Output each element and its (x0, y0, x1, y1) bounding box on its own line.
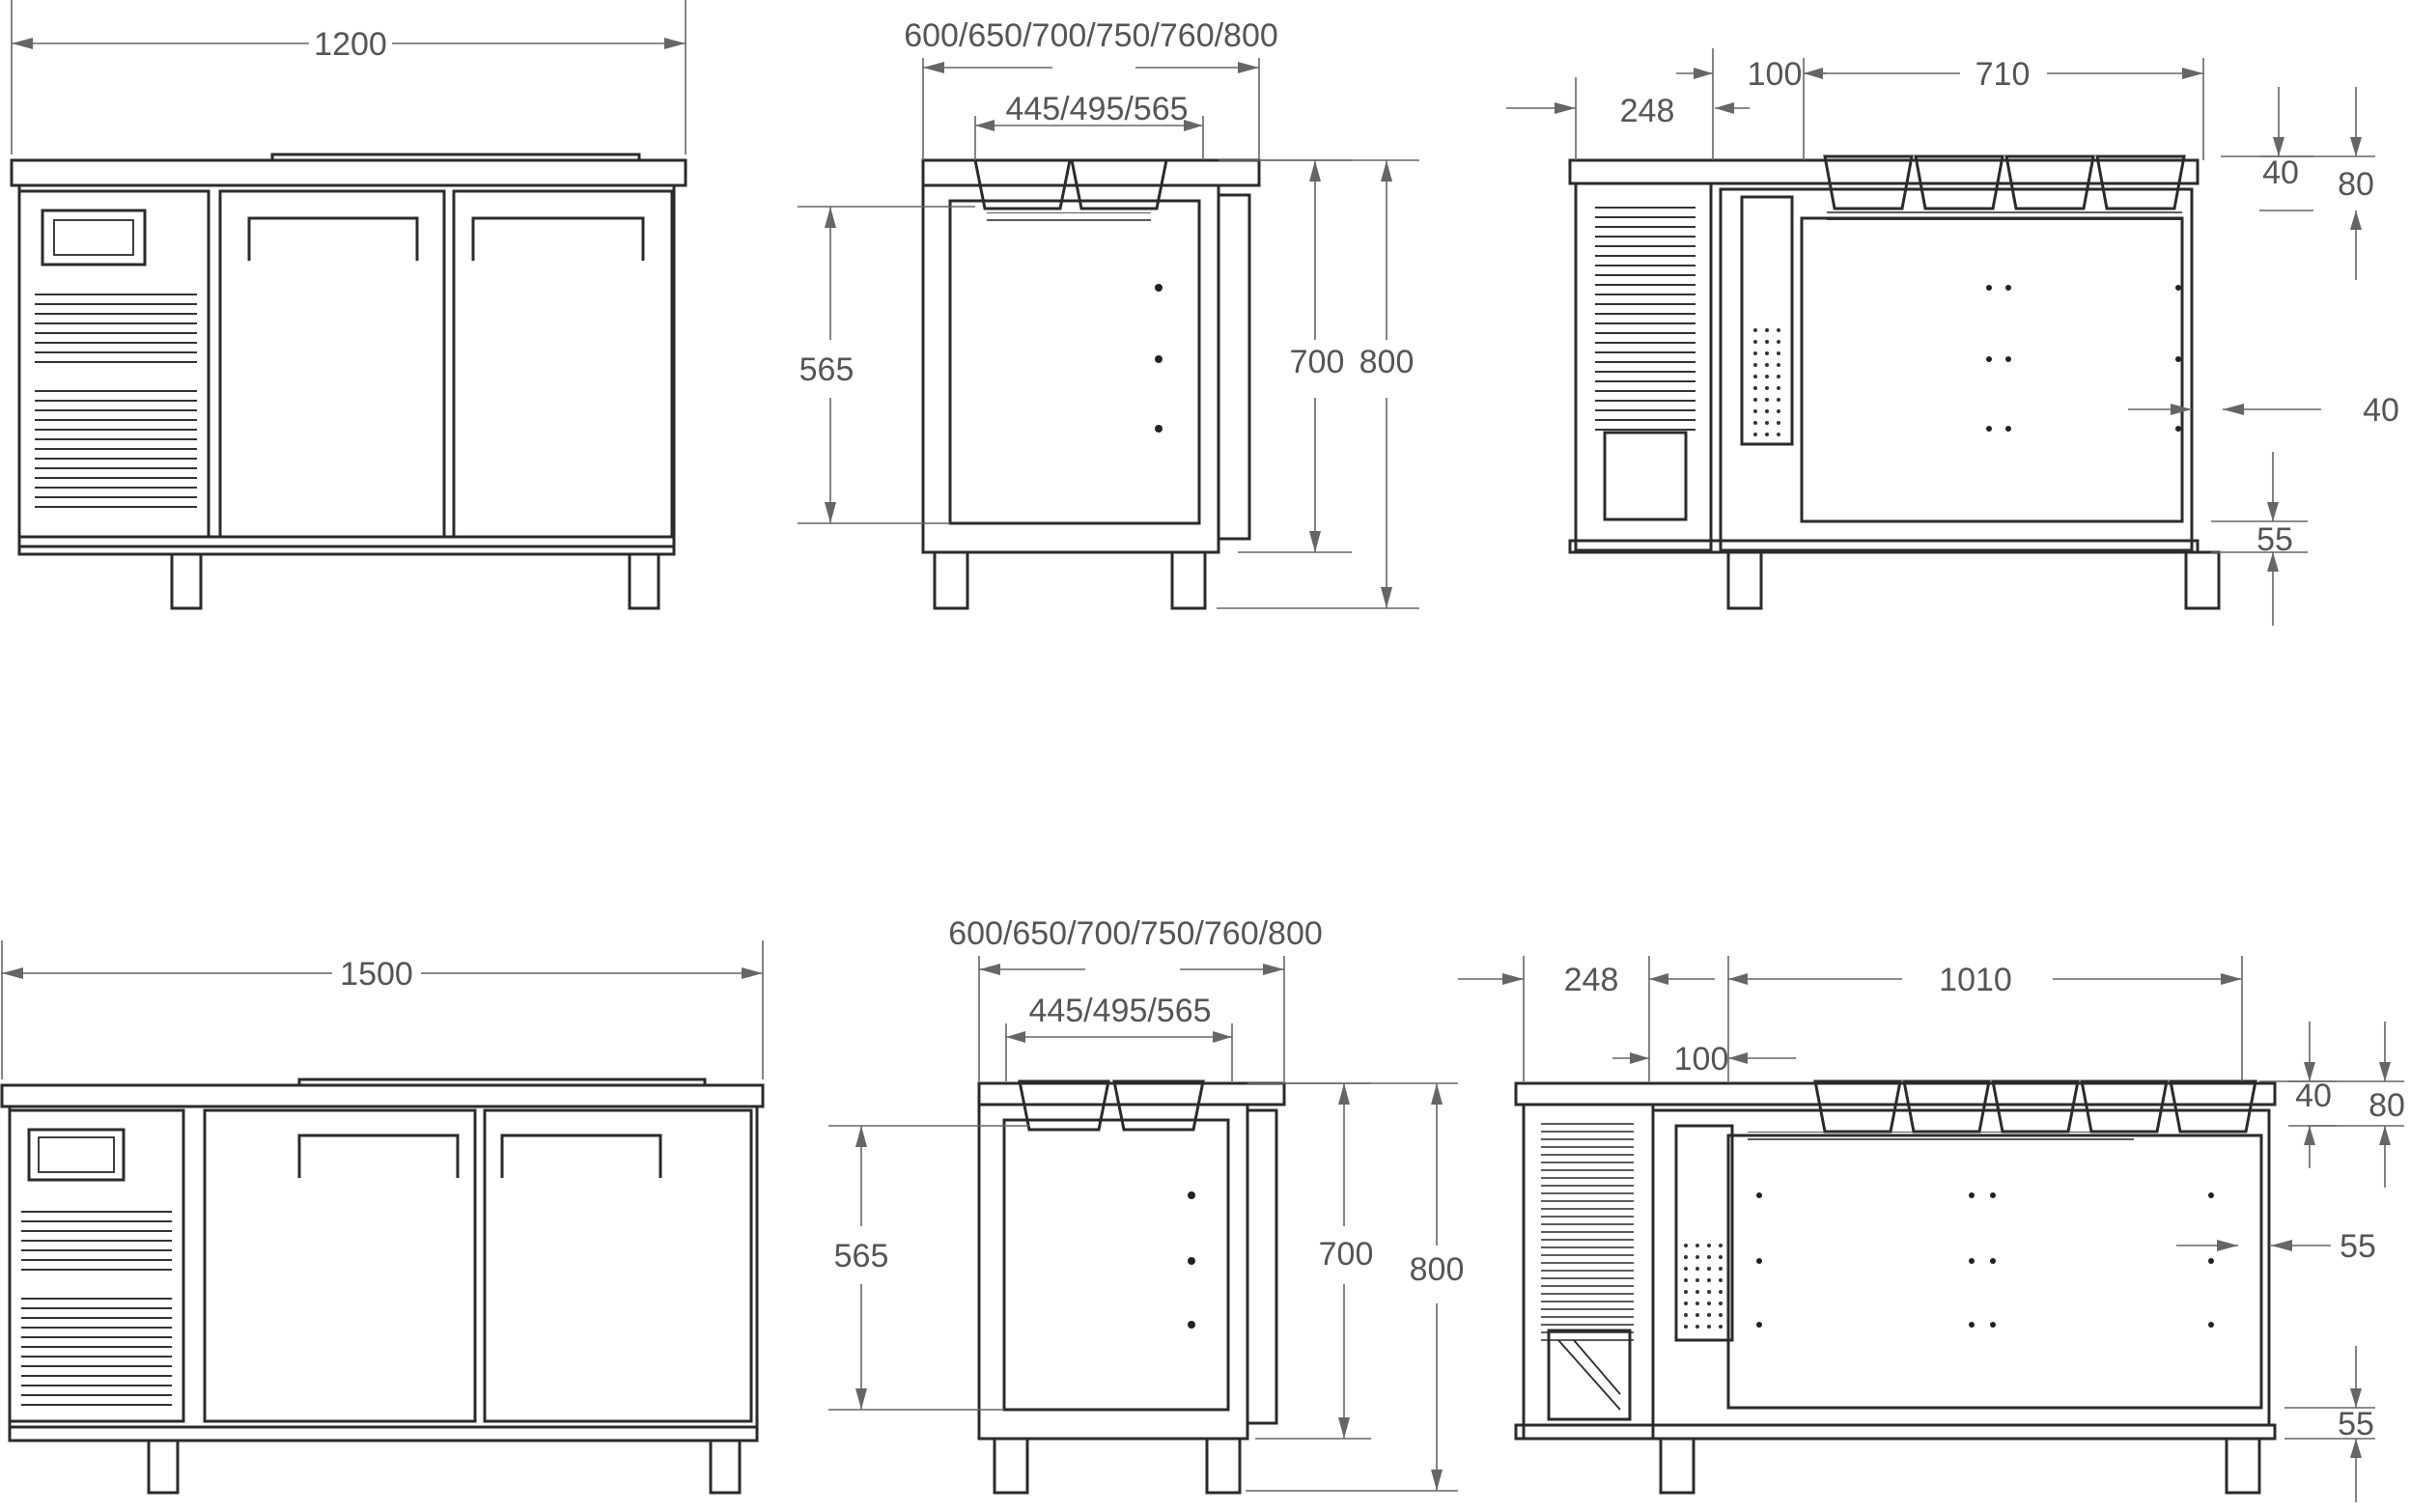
front-width-dimension-1500: 1500 (1, 940, 764, 1079)
pan-width-label: 445/495/565 (1005, 91, 1188, 127)
pan-depth-label-bottom: 40 (2295, 1078, 2332, 1114)
total-height-label: 800 (1359, 344, 1415, 380)
pan-width-label-bottom: 445/495/565 (1028, 993, 1211, 1029)
depth-label: 600/650/700/750/760/800 (904, 17, 1278, 54)
pan-depth-label: 40 (2262, 154, 2299, 191)
body-height-label: 700 (1290, 344, 1345, 380)
wall-label-bottom: 55 (2340, 1228, 2376, 1265)
side-view-bottom (977, 1079, 1286, 1495)
width-label-1200: 1200 (314, 26, 387, 63)
compressor-label-bottom: 248 (1564, 962, 1619, 998)
top-height-label-bottom: 80 (2368, 1087, 2405, 1124)
cabinet-label-bottom: 1010 (1939, 962, 2012, 998)
wall-label: 40 (2363, 392, 2399, 429)
depth-label-bottom: 600/650/700/750/760/800 (948, 915, 1323, 952)
inner-height-label: 565 (799, 351, 855, 388)
gap-label-bottom: 100 (1674, 1041, 1729, 1078)
width-label-1500: 1500 (340, 956, 413, 993)
bottom-label-bottom: 55 (2338, 1406, 2374, 1442)
cabinet-label: 710 (1976, 56, 2031, 93)
body-height-label-bottom: 700 (1319, 1236, 1374, 1273)
section-view-bottom (1514, 1079, 2277, 1495)
side-dimensions-top: 600/650/700/750/760/800 445/495/565 565 … (798, 17, 1419, 609)
bottom-label: 55 (2256, 521, 2293, 558)
section-dimensions-top: 248 100 710 40 80 40 55 (1506, 48, 2399, 626)
side-dimensions-bottom: 600/650/700/750/760/800 445/495/565 565 … (828, 915, 1465, 1492)
front-view-1200 (10, 153, 687, 610)
total-height-label-bottom: 800 (1410, 1251, 1465, 1288)
front-view-1500 (0, 1078, 765, 1495)
top-height-label: 80 (2338, 166, 2374, 203)
section-dimensions-bottom: 248 1010 100 40 80 55 (1458, 956, 2405, 1502)
front-width-dimension: 1200 (11, 0, 687, 154)
compressor-label: 248 (1620, 93, 1675, 129)
side-view-top (921, 158, 1261, 610)
gap-label: 100 (1748, 56, 1803, 93)
section-view-top (1568, 154, 2221, 610)
inner-height-label-bottom: 565 (834, 1238, 889, 1274)
